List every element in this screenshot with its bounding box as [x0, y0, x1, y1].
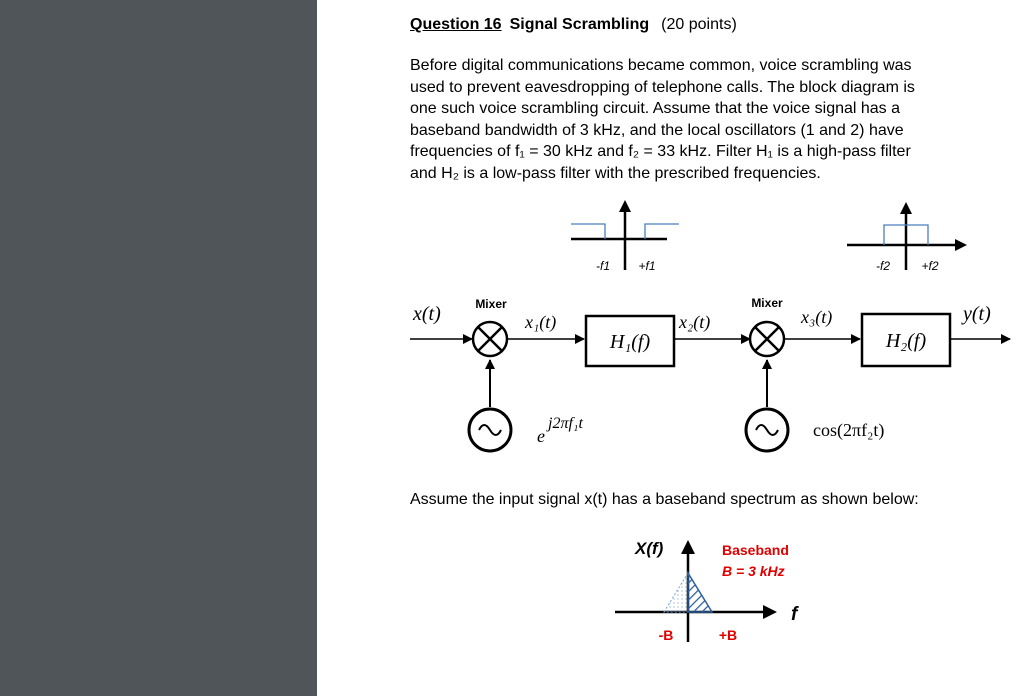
block-diagram: -f1 +f1 -f2 +f2 x(t) Mixer x₁(t) H₁(f) x…	[410, 200, 1011, 643]
h1-block	[584, 314, 676, 368]
sine-wave-icon	[755, 424, 779, 436]
h1-label: H₁(f)	[609, 331, 651, 353]
viewer-sidebar	[0, 0, 317, 696]
question-heading: Question 16 Signal Scrambling (20 points)	[410, 16, 737, 34]
sine-wave-icon	[478, 424, 502, 436]
signal-chain: x(t) Mixer x₁(t) H₁(f) x₂(t) Mixer x₃(t)…	[410, 296, 1011, 368]
filter1-pos-passband	[644, 223, 679, 239]
question-points: (20 points)	[661, 16, 737, 33]
intro-line: baseband bandwidth of 3 kHz, and the loc…	[410, 121, 904, 139]
spectrum-pos-half	[687, 570, 714, 613]
osc1-base: e	[537, 426, 545, 446]
spectrum-ylabel: X(f)	[634, 539, 664, 558]
intro-lines: Before digital communications became com…	[410, 55, 995, 185]
oscillator-1: e j2πf₁t	[467, 359, 583, 453]
filter2-neg-label: -f2	[876, 259, 890, 273]
mixer1-cross-b	[477, 326, 503, 352]
baseband-label-1: Baseband	[722, 542, 789, 558]
oscillator-2: cos(2πf₂t)	[744, 359, 884, 453]
spectrum-xlabel: f	[791, 604, 799, 625]
intro-line: one such voice scrambling circuit. Assum…	[410, 100, 901, 118]
mixer-2: Mixer	[748, 296, 786, 358]
filter2-freq-arrowhead	[955, 239, 967, 251]
filter1-response-sketch: -f1 +f1	[571, 200, 679, 273]
spectrum-neg-label: -B	[659, 627, 674, 643]
spectrum-amp-arrowhead	[681, 540, 695, 554]
intro-line: used to prevent eavesdropping of telepho…	[410, 78, 915, 96]
mixer-1: Mixer	[471, 297, 509, 358]
mixer2-cross-b	[754, 326, 780, 352]
intro-line: Before digital communications became com…	[410, 57, 912, 74]
filter1-neg-passband	[571, 223, 606, 239]
signal-x1: x₁(t)	[524, 312, 556, 333]
intro-paragraph: Before digital communications became com…	[410, 55, 995, 185]
filter1-amp-arrowhead	[619, 200, 631, 212]
spectrum-freq-arrowhead	[763, 605, 777, 619]
question-number: Question 16	[410, 16, 502, 33]
osc1-exponent: j2πf₁t	[546, 415, 583, 432]
spectrum-pos-label: +B	[719, 627, 737, 643]
question-title: Signal Scrambling	[509, 16, 650, 33]
filter1-pos-label: +f1	[638, 259, 655, 273]
filter2-pos-label: +f2	[921, 259, 938, 273]
filter2-response-sketch: -f2 +f2	[847, 202, 967, 273]
signal-x3: x₃(t)	[800, 307, 832, 328]
filter2-amp-arrowhead	[900, 202, 912, 214]
intro-line: and H₂ is a low-pass filter with the pre…	[410, 164, 821, 182]
h2-label: H₂(f)	[885, 330, 927, 352]
mixer2-label: Mixer	[751, 296, 783, 310]
filter1-neg-label: -f1	[596, 259, 610, 273]
filter2-passband	[883, 224, 929, 245]
assume-text: Assume the input signal x(t) has a baseb…	[410, 491, 919, 508]
signal-y: y(t)	[961, 303, 991, 325]
signal-x: x(t)	[412, 303, 441, 325]
mixer1-label: Mixer	[475, 297, 507, 311]
h2-block	[860, 312, 952, 368]
spectrum-neg-half	[663, 571, 689, 613]
baseband-spectrum: X(f) f Baseband B = 3 kHz -B +B	[615, 539, 799, 643]
baseband-label-2: B = 3 kHz	[722, 563, 785, 579]
intro-line: frequencies of f₁ = 30 kHz and f₂ = 33 k…	[410, 143, 911, 161]
signal-x2: x₂(t)	[678, 312, 710, 333]
osc2-label: cos(2πf₂t)	[813, 420, 884, 441]
